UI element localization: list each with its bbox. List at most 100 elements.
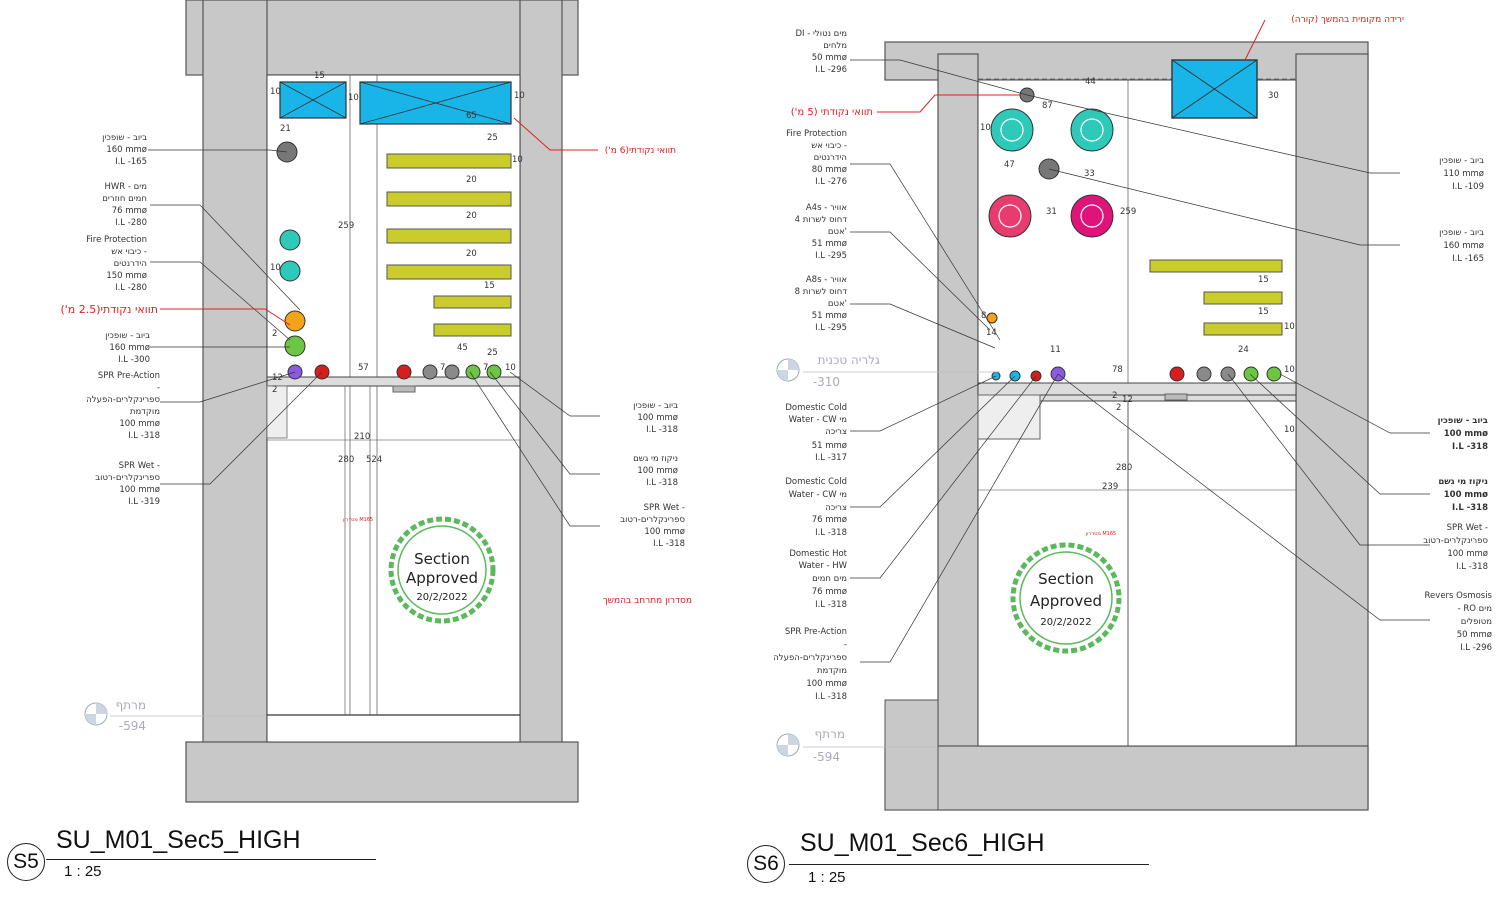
s5-cable-tray-1 bbox=[386, 153, 512, 169]
label-line: Fire Protection bbox=[86, 235, 147, 245]
label-line: Revers Osmosis bbox=[1425, 591, 1493, 601]
dim: 8 bbox=[981, 311, 986, 321]
dim: 10 bbox=[505, 363, 516, 373]
label-line: I.L -318 bbox=[1452, 442, 1488, 452]
label-line: SPR Wet - bbox=[119, 461, 160, 471]
label-line: 100 mmø bbox=[119, 485, 160, 495]
label-line: I.L -319 bbox=[128, 497, 160, 507]
s6-approval-stamp bbox=[1010, 542, 1122, 654]
label-line: 51 mmø bbox=[812, 441, 847, 451]
label-line: 50 mmø bbox=[1457, 630, 1492, 640]
label-line: 110 mmø bbox=[1443, 169, 1484, 179]
label-line: A8s - אוויר bbox=[806, 275, 847, 285]
s5-cable-tray-4 bbox=[386, 264, 512, 280]
label-line: HWR - מים bbox=[104, 182, 147, 192]
label-line: I.L -318 bbox=[815, 600, 847, 610]
dim: 10 bbox=[980, 123, 991, 133]
dim: 87 bbox=[1042, 101, 1053, 111]
label-line: Water - CW מי bbox=[789, 415, 847, 425]
s6-sheet-scale: 1 : 25 bbox=[808, 869, 846, 886]
dim: 10 bbox=[270, 263, 281, 273]
dim: 10 bbox=[1284, 322, 1295, 332]
label-line: 76 mmø bbox=[812, 515, 847, 525]
dim: 44 bbox=[1085, 77, 1096, 87]
dim: 2 bbox=[1112, 391, 1117, 401]
label-line: - bbox=[844, 640, 847, 650]
label-line: Domestic Cold bbox=[785, 403, 847, 413]
label-line: I.L -296 bbox=[815, 65, 847, 75]
dim: 78 bbox=[1112, 365, 1123, 375]
dim: 45 bbox=[457, 343, 468, 353]
dim: 20 bbox=[466, 175, 477, 185]
s6-level-marker-2 bbox=[776, 733, 935, 757]
dim: 7 bbox=[440, 363, 445, 373]
label-line: Water - HW bbox=[799, 561, 848, 571]
dim: 10 bbox=[512, 155, 523, 165]
label-line: SPR Wet - bbox=[1447, 523, 1488, 533]
label-line: מטופלים bbox=[1461, 617, 1492, 627]
label-line: מוקדמת bbox=[130, 407, 160, 417]
s5-level-name: מרתף bbox=[116, 698, 147, 712]
s5-sheet-code: S5 bbox=[7, 843, 45, 881]
dim: 15 bbox=[1258, 307, 1269, 317]
label-line: הידרנטים bbox=[114, 259, 147, 269]
label-line: 100 mmø bbox=[806, 679, 847, 689]
s5-left-wall bbox=[202, 0, 268, 746]
label-line: I.L -280 bbox=[115, 283, 147, 293]
label-line: ספרינקלרים-הפעלה bbox=[773, 653, 847, 663]
label-line: מים חמים bbox=[812, 574, 847, 584]
dim: 25 bbox=[487, 133, 498, 143]
dim: 10 bbox=[1284, 425, 1295, 435]
label-line: I.L -318 bbox=[815, 528, 847, 538]
dim: 239 bbox=[1102, 482, 1118, 492]
label-line: אטם' bbox=[828, 227, 847, 237]
label-line: 80 mmø bbox=[812, 165, 847, 175]
label-line: ביוב - שופכין bbox=[1439, 228, 1484, 238]
dim: 20 bbox=[466, 211, 477, 221]
s6-bottom-slab bbox=[884, 745, 1369, 811]
s5-red-note-3: מסדרון מתרחב בהמשך bbox=[603, 596, 692, 606]
label-line: - bbox=[157, 383, 160, 393]
s5-approval-stamp bbox=[388, 516, 496, 624]
s6-stamp-line2: Approved bbox=[1030, 592, 1102, 610]
label-line: מוקדמת bbox=[817, 666, 847, 676]
label-line: 160 mmø bbox=[109, 343, 150, 353]
dim: 524 bbox=[366, 455, 382, 465]
dim: 14 bbox=[986, 328, 997, 338]
dim: 47 bbox=[1004, 160, 1015, 170]
s5-ceiling-panel bbox=[266, 376, 521, 387]
s6-dimensions: 44 30 87 10 47 33 31 259 15 15 10 8 14 1… bbox=[980, 77, 1295, 492]
dim: 20 bbox=[466, 249, 477, 259]
s5-cable-tray-6 bbox=[433, 323, 512, 337]
dim: 259 bbox=[1120, 207, 1136, 217]
s6-teal-pipe-1 bbox=[990, 108, 1034, 152]
label-line: I.L -300 bbox=[118, 355, 150, 365]
s5-dimensions: 10 15 10 10 21 65 25 10 20 20 20 15 25 4… bbox=[270, 71, 525, 465]
dim: 25 bbox=[487, 348, 498, 358]
dim: 2 bbox=[272, 385, 277, 395]
label-line: I.L -295 bbox=[815, 251, 847, 261]
s6-stamp-line1: Section bbox=[1038, 570, 1094, 588]
dim: 12 bbox=[1122, 395, 1133, 405]
label-line: I.L -165 bbox=[1452, 254, 1484, 264]
label-line: 150 mmø bbox=[106, 271, 147, 281]
s6-level-marker-1 bbox=[776, 358, 1000, 382]
dim: 33 bbox=[1084, 169, 1095, 179]
label-line: הידרנטים bbox=[814, 153, 847, 163]
label-line: 100 mmø bbox=[119, 419, 160, 429]
label-line: I.L -109 bbox=[1452, 182, 1484, 192]
s5-cable-tray-2 bbox=[386, 191, 512, 207]
dim: 21 bbox=[280, 124, 291, 134]
label-line: SPR Pre-Action bbox=[98, 371, 160, 381]
